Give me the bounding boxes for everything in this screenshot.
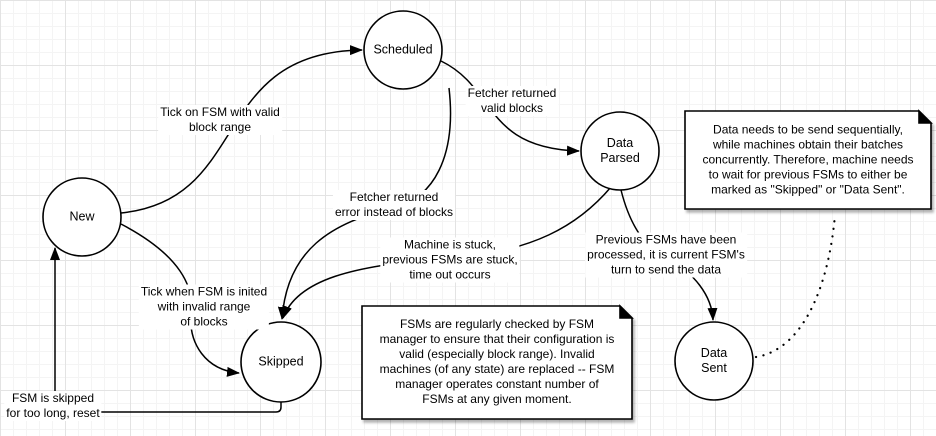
note-fold-corner [918,109,933,124]
edge-label-dataparsed-to-datasent[interactable]: Previous FSMs have been processed, it is… [585,232,747,278]
state-node-scheduled[interactable] [363,10,443,90]
edge-label-new-to-skipped[interactable]: Tick when FSM is inited with invalid ran… [138,284,270,330]
edge-label-skipped-to-new[interactable]: FSM is skipped for too long, reset [4,391,102,421]
state-node-new[interactable] [42,177,122,257]
state-node-data-sent[interactable] [674,321,754,401]
state-label-data-parsed: Data Parsed [600,136,640,165]
note-fold-corner [619,304,634,319]
state-label-skipped: Skipped [258,354,304,369]
note-shape-fsm-manager[interactable] [361,304,634,420]
edge-label-scheduled-to-skipped[interactable]: Fetcher returned error instead of blocks [332,190,456,220]
state-label-new: New [69,209,95,224]
note-text-sequential-send: Data needs to be send sequentially, whil… [702,122,914,197]
state-label-scheduled: Scheduled [373,42,433,57]
note-text-fsm-manager: FSMs are regularly checked by FSM manage… [379,317,615,406]
edge-label-dataparsed-to-skipped[interactable]: Machine is stuck, previous FSMs are stuc… [380,237,520,283]
edge-skipped-to-new[interactable] [50,247,282,413]
edge-label-new-to-scheduled[interactable]: Tick on FSM with valid block range [158,105,282,135]
edge-label-scheduled-to-dataparsed[interactable]: Fetcher returned valid blocks [465,86,559,116]
edge-datasent-to-note-dotted[interactable] [754,213,837,359]
note-shape-sequential-send[interactable] [684,109,933,210]
state-node-data-parsed[interactable] [580,111,660,191]
state-node-skipped[interactable] [240,321,322,403]
state-label-data-sent: Data Sent [700,346,728,375]
